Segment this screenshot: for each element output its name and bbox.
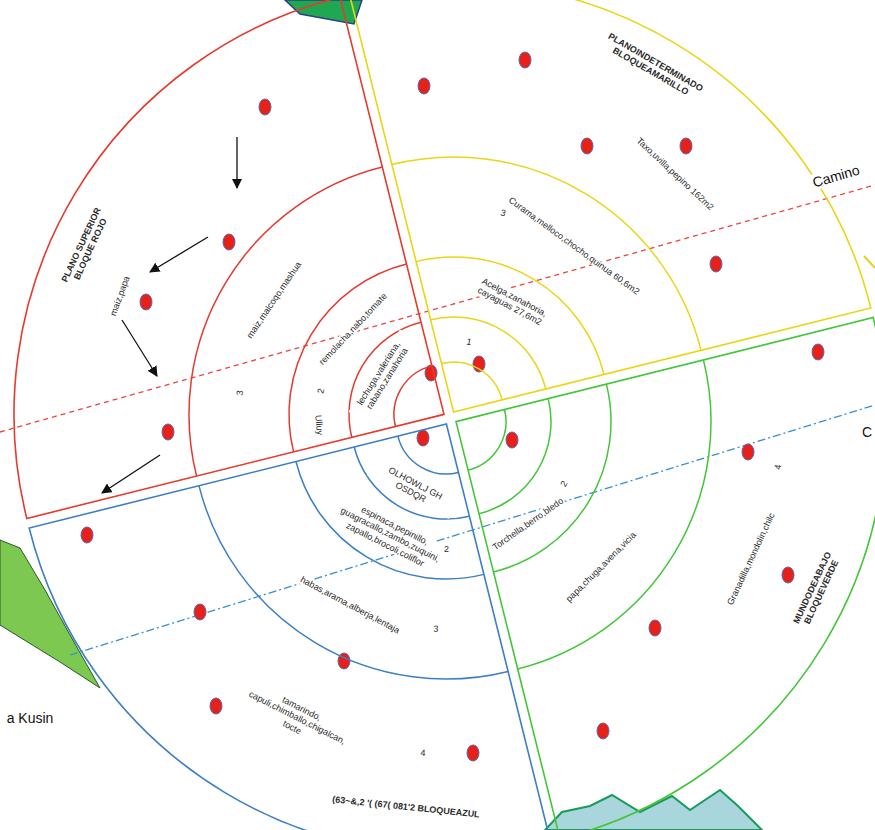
- green-area: [0, 540, 100, 688]
- sector-outline: [456, 318, 875, 830]
- plant-dot: [194, 604, 206, 620]
- crop-label: 3: [432, 623, 440, 634]
- crop-label: 3: [235, 389, 246, 397]
- block-outline: [27, 422, 553, 830]
- crop-label: Granadilla,mondolin,chilc: [724, 510, 777, 607]
- block-shape: [456, 318, 875, 830]
- plant-dot: [581, 138, 593, 154]
- plant-dot: [259, 99, 271, 115]
- plant-dot: [418, 78, 430, 94]
- crop-label: 4: [420, 748, 428, 759]
- map-label: C: [860, 424, 874, 440]
- crop-label: 1: [464, 336, 473, 348]
- crop-label: Taxo,uvilla,pepino 162m2: [634, 135, 717, 213]
- plant-dot: [710, 256, 722, 272]
- crop-label: tamarindo, capuli,chimballo,chigalcan, t…: [233, 675, 360, 760]
- crop-label: Curama,melloco,chocho,quinua 60,6m2: [506, 195, 642, 298]
- crop-label: habas,arama,alberja,lentaja: [298, 574, 403, 636]
- crop-label: Ulluy: [313, 414, 325, 437]
- ring-arc: [468, 410, 506, 471]
- ring-arc: [199, 486, 508, 679]
- crop-label: 4: [772, 463, 783, 471]
- plant-dot: [417, 430, 429, 446]
- plant-dot: [140, 294, 152, 310]
- green-area: [285, 0, 362, 24]
- ring-arc: [394, 366, 432, 427]
- plant-dot: [742, 444, 754, 460]
- crop-label: maiz,malcoqo,mashua: [244, 259, 304, 341]
- plant-dot: [467, 745, 479, 761]
- block-outline: [347, 0, 873, 414]
- plant-dot: [223, 234, 235, 250]
- crop-label: 2: [558, 478, 570, 489]
- plant-dot: [81, 527, 93, 543]
- plant-dot: [812, 344, 824, 360]
- plant-dot: [680, 138, 692, 154]
- crop-label: Torchella,berro,bledo: [489, 495, 565, 553]
- block-heading: PLANOINDETERMINADO BLOQUEAMARILLO: [586, 23, 719, 112]
- plant-dot: [649, 620, 661, 636]
- flow-arrow: [122, 320, 157, 376]
- crop-label: maiz,papa: [107, 274, 132, 318]
- crop-label: 2: [443, 544, 450, 554]
- plant-dot: [210, 698, 222, 714]
- ring-arc: [431, 317, 546, 389]
- ring-arc: [493, 384, 611, 572]
- map-label: a Kusin: [5, 710, 56, 726]
- sector-outline: [350, 0, 871, 412]
- mountain-area: [545, 790, 762, 830]
- plant-dot: [519, 52, 531, 68]
- crop-label: lechuga,valeriana, rabano,zanahoria: [348, 330, 417, 423]
- plant-dot: [597, 723, 609, 739]
- crop-label: 3: [499, 207, 508, 219]
- map-label: Camino: [809, 161, 864, 191]
- block-outline: [454, 315, 875, 830]
- red-block: PLANO SUPERIOR BLOQUE ROJOmaiz,papa 3 maiz…: [11, 0, 446, 521]
- block-heading: (63~&,2 '( (67( 081'2 BLOQUEAZUL: [331, 794, 481, 820]
- yellow-block: PLANOINDETERMINADO BLOQUEAMARILLO Taxo,uv…: [347, 0, 873, 414]
- ring-arc: [349, 322, 421, 437]
- plant-dot: [506, 432, 518, 448]
- plant-dot: [162, 424, 174, 440]
- ring-arc: [479, 399, 551, 514]
- ring-arc: [416, 257, 604, 375]
- plant-dot: [782, 567, 794, 583]
- block-shape: [350, 0, 871, 412]
- block-heading: PLANO SUPERIOR BLOQUE ROJO: [57, 201, 115, 293]
- ring-arc: [392, 157, 701, 350]
- flow-arrow: [236, 137, 237, 188]
- green-block: MUNDODEABAJO BLOQUEVERDETorchella,berro,…: [454, 315, 875, 830]
- blue-block: (63~&,2 '( (67( 081'2 BLOQUEAZUL OLHOWLJ …: [27, 422, 553, 830]
- ring-arc: [442, 362, 503, 400]
- ring-arc: [398, 436, 459, 474]
- crop-label: OLHOWLJ GH OSDQR: [367, 457, 458, 518]
- path-line: [0, 185, 875, 432]
- crop-label: Acelga,zanahoria, cayaguas 27,6m2: [467, 271, 558, 332]
- crop-label: 2: [316, 386, 327, 395]
- crop-label: remolacha,nabo,tomate: [316, 290, 389, 368]
- crop-label: papa,chuga,avena,vicia: [563, 529, 639, 605]
- yellow-mark: [864, 256, 875, 268]
- flow-arrow: [150, 237, 208, 272]
